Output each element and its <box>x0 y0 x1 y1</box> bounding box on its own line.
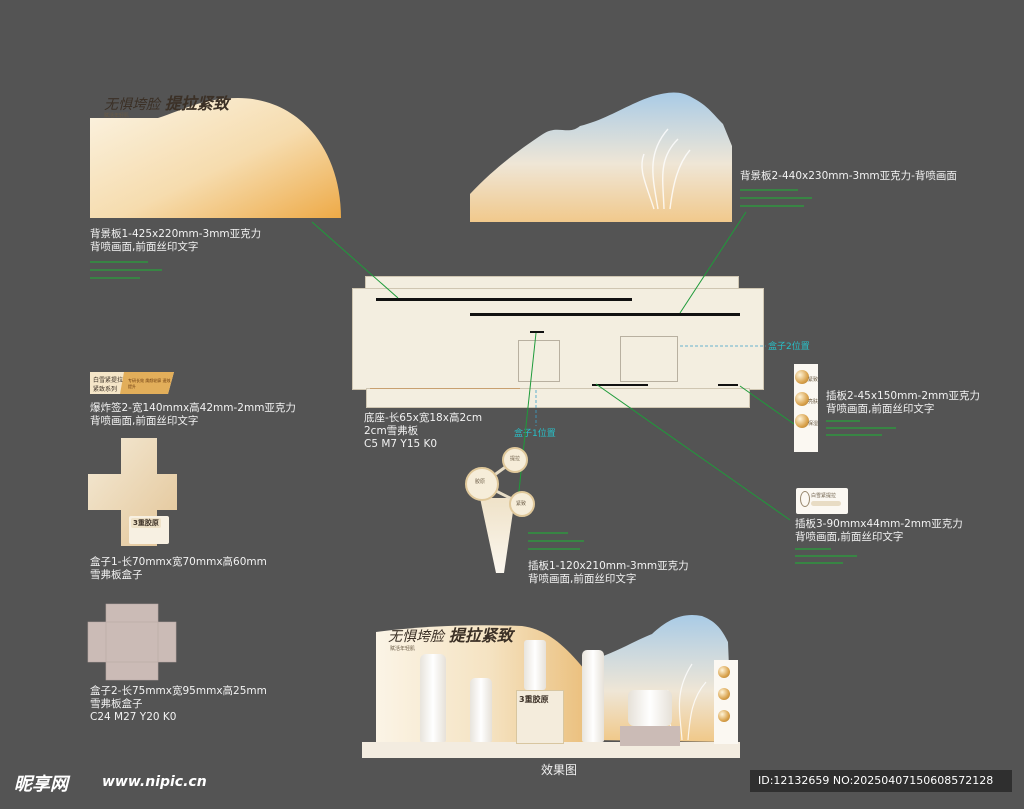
effect-box-1-badge: 3重胶原 <box>519 695 549 704</box>
board-2-shape <box>470 92 732 222</box>
product-cream-jar <box>628 690 672 726</box>
site-url: www.nipic.cn <box>102 774 207 790</box>
burst-tag-script: 专研长效 焕颜轮廓 速效提升 <box>128 378 171 389</box>
insert-3-notes <box>795 546 857 569</box>
insert-1-bubble: 紧致 <box>516 501 527 507</box>
insert-2-spec: 插板2-45x150mm-2mm亚克力 背喷画面,前面丝印文字 <box>826 390 980 416</box>
site-logo: 昵享网 <box>14 774 68 795</box>
slot-board-1 <box>376 298 632 301</box>
box-1-spec-line: 雪弗板盒子 <box>90 569 143 581</box>
effect-droplet-icon <box>718 666 730 678</box>
insert-3-spec-line: 背喷画面,前面丝印文字 <box>795 531 904 543</box>
board-1-subtitle: 赋活年轻肌 <box>104 113 130 119</box>
insert-1-bubble: 提拉 <box>510 456 521 462</box>
product-bottle-1 <box>420 654 446 742</box>
box-2-spec: 盒子2-长75mmx宽95mmx高25mm 雪弗板盒子 C24 M27 Y20 … <box>90 685 267 724</box>
board-1-title-bold: 提拉紧致 <box>164 94 229 113</box>
insert-3-location-icon <box>800 491 810 507</box>
insert-1-bubble: 胶原 <box>475 479 486 485</box>
board-1-spec: 背景板1-425x220mm-3mm亚克力 背喷画面,前面丝印文字 <box>90 228 261 254</box>
slot-insert-1 <box>530 331 544 333</box>
effect-title-bold: 提拉紧致 <box>448 626 513 645</box>
insert-1-spec-line: 插板1-120x210mm-3mm亚克力 <box>528 560 689 572</box>
box-1-badge: 3重胶原 <box>131 518 161 528</box>
board-2-notes <box>740 186 812 213</box>
base-spec: 底座-长65x宽18x高2cm 2cm雪弗板 C5 M7 Y15 K0 <box>364 412 482 451</box>
base-spec-line: C5 M7 Y15 K0 <box>364 438 438 450</box>
insert-1-spec-line: 背喷画面,前面丝印文字 <box>528 573 637 585</box>
id-strip <box>750 770 1012 792</box>
base-bottom-strip <box>366 388 750 408</box>
effect-droplet-icon <box>718 710 730 722</box>
insert-3-spec-line: 插板3-90mmx44mm-2mm亚克力 <box>795 518 963 530</box>
burst-tag-spec-line: 爆炸签2-宽140mmx高42mm-2mm亚克力 <box>90 402 296 414</box>
box-2-outline <box>620 336 678 382</box>
slot-insert-3 <box>592 384 648 386</box>
insert-2-notes <box>826 418 896 441</box>
burst-tag-line-2: 紧致系列 <box>93 386 118 393</box>
burst-tag-shape <box>90 372 174 394</box>
base-spec-line: 底座-长65x宽18x高2cm <box>364 412 483 424</box>
effect-title-light: 无惧垮脸 <box>388 629 444 645</box>
box-2-spec-line: C24 M27 Y20 K0 <box>90 711 177 723</box>
insert-1-notes <box>528 530 584 556</box>
box-1-spec: 盒子1-长70mmx宽70mmx高60mm 雪弗板盒子 <box>90 556 267 582</box>
product-bottle-2 <box>470 678 492 742</box>
insert-3-brand: 白雪紧提拉 <box>811 493 837 499</box>
box-2-position-label: 盒子2位置 <box>768 342 810 352</box>
base-spec-line: 2cm雪弗板 <box>364 425 419 437</box>
insert-2-droplet-icon <box>795 392 809 406</box>
product-bottle-3 <box>582 650 604 742</box>
burst-tag-spec: 爆炸签2-宽140mmx高42mm-2mm亚克力 背喷画面,前面丝印文字 <box>90 402 296 428</box>
effect-caption: 效果图 <box>541 763 578 777</box>
burst-tag-line-1: 白雪紧提拉 <box>93 377 124 384</box>
insert-2-droplet-icon <box>795 414 809 428</box>
burst-tag-spec-line: 背喷画面,前面丝印文字 <box>90 415 199 427</box>
board-1-spec-line: 背喷画面,前面丝印文字 <box>90 241 199 253</box>
slot-insert-2 <box>718 384 738 386</box>
board-1-title: 无惧垮脸 提拉紧致 <box>104 90 229 114</box>
box-2-spec-line: 盒子2-长75mmx宽95mmx高25mm <box>90 685 267 697</box>
effect-subtitle: 赋活年轻肌 <box>390 646 416 652</box>
insert-2-bubble: 亮肤 <box>808 399 819 405</box>
board-1-shape <box>90 98 341 218</box>
board-2-spec: 背景板2-440x230mm-3mm亚克力-背喷画面 <box>740 170 957 183</box>
effect-box-1 <box>516 690 564 744</box>
box-2-net <box>87 603 177 681</box>
board-1-notes <box>90 258 170 285</box>
board-2-spec-line: 背景板2-440x230mm-3mm亚克力-背喷画面 <box>740 170 957 182</box>
id-text: ID:12132659 NO:20250407150608572128 <box>758 774 994 787</box>
insert-2-droplet-icon <box>795 370 809 384</box>
insert-3-pill <box>811 501 841 506</box>
box-2-spec-line: 雪弗板盒子 <box>90 698 143 710</box>
board-1-spec-line: 背景板1-425x220mm-3mm亚克力 <box>90 228 262 240</box>
insert-2-bubble: 紧致 <box>808 377 819 383</box>
effect-title: 无惧垮脸 提拉紧致 <box>388 622 513 646</box>
insert-2-spec-line: 插板2-45x150mm-2mm亚克力 <box>826 390 980 402</box>
board-1-title-light: 无惧垮脸 <box>104 97 160 113</box>
effect-droplet-icon <box>718 688 730 700</box>
box-1-spec-line: 盒子1-长70mmx宽70mmx高60mm <box>90 556 267 568</box>
insert-1-shape <box>465 447 535 573</box>
box-1-position-label: 盒子1位置 <box>514 429 556 439</box>
box-1-outline <box>518 340 560 382</box>
effect-box-2 <box>620 726 680 746</box>
insert-2-spec-line: 背喷画面,前面丝印文字 <box>826 403 935 415</box>
base-edge-line <box>370 388 520 389</box>
insert-3-spec: 插板3-90mmx44mm-2mm亚克力 背喷画面,前面丝印文字 <box>795 518 963 544</box>
insert-1-spec: 插板1-120x210mm-3mm亚克力 背喷画面,前面丝印文字 <box>528 560 689 586</box>
product-serum <box>524 640 546 690</box>
slot-board-2 <box>470 313 740 316</box>
insert-2-bubble: 保湿 <box>808 421 819 427</box>
